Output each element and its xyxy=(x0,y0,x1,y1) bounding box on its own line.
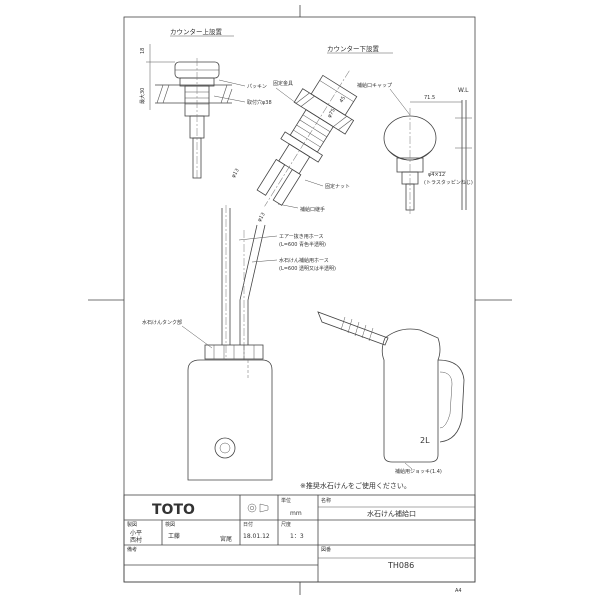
dim-18: 18 xyxy=(140,48,146,54)
jug-volume: 2L xyxy=(420,436,430,445)
drawing-number: TH086 xyxy=(387,561,414,570)
dim-45: 45 xyxy=(339,95,347,104)
hoses: エアー抜き用ホース (L=600 青色半透明) 水石けん補給用ホース (L=60… xyxy=(221,205,336,360)
check-value: 工藤 xyxy=(168,532,180,540)
fixing-bracket-label: 固定金具 xyxy=(273,80,293,87)
supply-joint-label: 補給口継手 xyxy=(300,206,325,213)
refill-hose-label-1: 水石けん補給用ホース xyxy=(279,257,329,264)
page-size-label: A4 xyxy=(455,588,462,594)
name-value: 水石けん補給口 xyxy=(367,509,416,518)
approve-value: 宮尾 xyxy=(220,535,232,543)
projection-symbol-icon xyxy=(247,503,269,513)
counter-top-assembly: カウンター上設置 18 最大30 パッキン 取付穴φ38 xyxy=(139,27,272,180)
counter-top-title: カウンター上設置 xyxy=(170,27,223,36)
water-level-label: W.L xyxy=(458,87,469,94)
supply-cap-detail: 補給口キャップ 71.5 W.L φ4×12 (トラスタッピンねじ) xyxy=(357,82,473,215)
refill-jug: 2L 補給用ジョッキ(1.4) xyxy=(317,311,465,475)
remarks-label: 備考 xyxy=(127,546,137,553)
date-label: 日付 xyxy=(243,521,253,528)
packing-label: パッキン xyxy=(247,84,267,90)
toto-logo: TOTO xyxy=(152,502,195,518)
dim-71-5: 71.5 xyxy=(424,95,435,101)
date-value: 18.01.12 xyxy=(243,533,270,540)
name-label: 名称 xyxy=(321,497,331,504)
check-label: 検図 xyxy=(165,521,175,528)
air-hose-label-1: エアー抜き用ホース xyxy=(279,233,323,240)
fixing-nut-label: 固定ナット xyxy=(325,183,350,190)
mount-hole-label: 取付穴φ38 xyxy=(247,99,272,106)
unit-label: 単位 xyxy=(281,497,291,504)
dim-max30: 最大30 xyxy=(139,88,146,104)
scale-label: 尺度 xyxy=(281,521,291,528)
unit-value: mm xyxy=(290,510,302,517)
air-hose-label-2: (L=600 青色半透明) xyxy=(279,241,326,248)
drawn-value-1: 小平 xyxy=(130,529,142,537)
tank-label: 水石けんタンク部 xyxy=(142,319,182,326)
jug-label: 補給用ジョッキ(1.4) xyxy=(395,468,442,475)
drawing-number-label: 図番 xyxy=(321,546,331,553)
scale-value: 1：3 xyxy=(290,533,304,540)
title-block: TOTO 単位 mm 名称 水石けん補給口 製図 小平 西村 検図 工藤 宮尾 … xyxy=(123,494,476,583)
drawn-value-2: 西村 xyxy=(130,536,142,544)
soap-tank: 水石けんタンク部 xyxy=(142,319,273,481)
recommend-note: ※推奨水石けんをご使用ください。 xyxy=(300,481,411,490)
counter-bottom-assembly: カウンター下設置 45 φ75 φ13 φ13 固定金具 xyxy=(231,44,393,223)
supply-cap-label: 補給口キャップ xyxy=(357,82,392,89)
tapping-screw-label-2: (トラスタッピンねじ) xyxy=(424,179,473,186)
dim-phi13a: φ13 xyxy=(231,168,241,179)
refill-hose-label-2: (L=600 透明又は半透明) xyxy=(279,265,336,272)
counter-bottom-title: カウンター下設置 xyxy=(327,44,380,53)
dim-phi75: φ75 xyxy=(327,108,337,119)
dim-phi13b: φ13 xyxy=(257,212,267,223)
tapping-screw-label-1: φ4×12 xyxy=(428,172,445,178)
drawn-label: 製図 xyxy=(127,521,137,528)
